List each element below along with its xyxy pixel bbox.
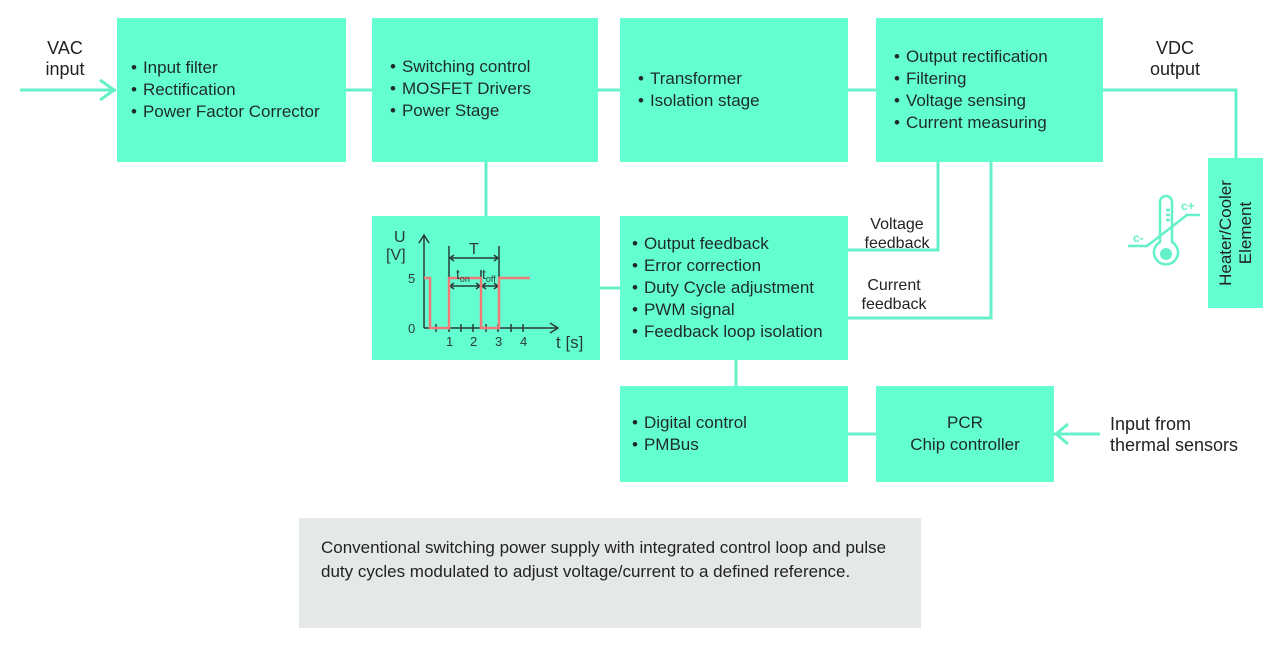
- digital-control-block: Digital controlPMBus: [620, 386, 848, 482]
- list-item: Switching control: [390, 56, 598, 78]
- pwm-signal-line: [424, 276, 530, 330]
- toff-label: toff: [482, 266, 496, 284]
- thermal-arrow-icon: [1053, 422, 1069, 446]
- vac-input-label: VAC input: [42, 38, 88, 80]
- voltage-feedback-line2: feedback: [864, 235, 930, 252]
- y-axis-label: U: [394, 229, 406, 246]
- vdc-line2: output: [1149, 59, 1201, 79]
- voltage-feedback-wire: [848, 162, 940, 252]
- heater-line1: Heater/Cooler: [1215, 180, 1235, 286]
- input-arrow-icon: [99, 78, 117, 102]
- y-axis-unit: [V]: [386, 247, 406, 264]
- list-item: Output rectification: [894, 46, 1103, 68]
- transformer-block: TransformerIsolation stage: [620, 18, 848, 162]
- y-tick-label: 5: [408, 271, 415, 286]
- output-stage-block: Output rectificationFilteringVoltage sen…: [876, 18, 1103, 162]
- feedback-block: Output feedbackError correctionDuty Cycl…: [620, 216, 848, 360]
- list-item: Filtering: [894, 68, 1103, 90]
- heater-cooler-label: Heater/Cooler Element: [1216, 180, 1256, 286]
- pwm-graph: U [V] 5 0 1 2 3 4 t [s] T ton toff: [386, 229, 583, 352]
- current-feedback-line2: feedback: [861, 296, 927, 313]
- list-item: PWM signal: [632, 299, 848, 321]
- voltage-feedback-label: Voltage feedback: [862, 215, 932, 253]
- current-feedback-wire: [848, 162, 993, 320]
- pcr-line1: PCR: [947, 413, 983, 432]
- current-feedback-label: Current feedback: [856, 276, 932, 314]
- heater-cooler-block: Heater/Cooler Element: [1208, 158, 1263, 308]
- pcr-label: PCR Chip controller: [910, 412, 1020, 456]
- input-stage-list: Input filterRectificationPower Factor Co…: [131, 57, 346, 123]
- feedback-list: Output feedbackError correctionDuty Cycl…: [632, 233, 848, 343]
- list-item: Transformer: [638, 68, 848, 90]
- vac-line1: VAC: [47, 38, 83, 58]
- list-item: Isolation stage: [638, 90, 848, 112]
- list-item: Duty Cycle adjustment: [632, 277, 848, 299]
- input-stage-block: Input filterRectificationPower Factor Co…: [117, 18, 346, 162]
- x-axis-label: t [s]: [556, 333, 583, 352]
- list-item: Output feedback: [632, 233, 848, 255]
- pcr-line2: Chip controller: [910, 435, 1020, 454]
- output-stage-list: Output rectificationFilteringVoltage sen…: [894, 46, 1103, 134]
- period-label: T: [469, 241, 479, 258]
- x-tick-label: 1: [446, 334, 453, 349]
- vdc-output-label: VDC output: [1140, 38, 1210, 80]
- list-item: PMBus: [632, 434, 848, 456]
- list-item: Rectification: [131, 79, 346, 101]
- wire-output-to-heater: [1103, 88, 1238, 158]
- thermal-input-line2: thermal sensors: [1110, 435, 1239, 455]
- hot-label: c+: [1181, 199, 1195, 213]
- x-tick-label: 4: [520, 334, 527, 349]
- transformer-list: TransformerIsolation stage: [638, 68, 848, 112]
- list-item: Current measuring: [894, 112, 1103, 134]
- pcr-block: PCR Chip controller: [876, 386, 1054, 482]
- list-item: Power Factor Corrector: [131, 101, 346, 123]
- x-axis-arrow-icon: [549, 322, 560, 334]
- digital-list: Digital controlPMBus: [632, 412, 848, 456]
- vac-line2: input: [45, 59, 85, 79]
- pwm-graph-block: U [V] 5 0 1 2 3 4 t [s] T ton toff: [372, 216, 600, 360]
- voltage-feedback-line1: Voltage: [870, 216, 924, 233]
- caption-box: Conventional switching power supply with…: [299, 518, 921, 628]
- thermometer-icon: c- c+: [1128, 194, 1200, 266]
- list-item: Feedback loop isolation: [632, 321, 848, 343]
- list-item: Power Stage: [390, 100, 598, 122]
- list-item: Error correction: [632, 255, 848, 277]
- cold-label: c-: [1133, 231, 1144, 245]
- list-item: Voltage sensing: [894, 90, 1103, 112]
- thermal-input-label: Input from thermal sensors: [1110, 414, 1238, 456]
- switching-block: Switching controlMOSFET DriversPower Sta…: [372, 18, 598, 162]
- y-axis-arrow-icon: [418, 233, 430, 244]
- x-tick-label: 2: [470, 334, 477, 349]
- switching-list: Switching controlMOSFET DriversPower Sta…: [390, 56, 598, 122]
- y-tick-label: 0: [408, 321, 415, 336]
- vdc-line1: VDC: [1155, 38, 1194, 58]
- list-item: MOSFET Drivers: [390, 78, 598, 100]
- heater-line2: Element: [1235, 201, 1255, 265]
- x-tick-label: 3: [495, 334, 502, 349]
- thermal-input-line1: Input from: [1110, 414, 1192, 434]
- caption-text: Conventional switching power supply with…: [321, 538, 887, 581]
- list-item: Digital control: [632, 412, 848, 434]
- ton-label: ton: [456, 266, 470, 284]
- list-item: Input filter: [131, 57, 346, 79]
- current-feedback-line1: Current: [867, 277, 921, 294]
